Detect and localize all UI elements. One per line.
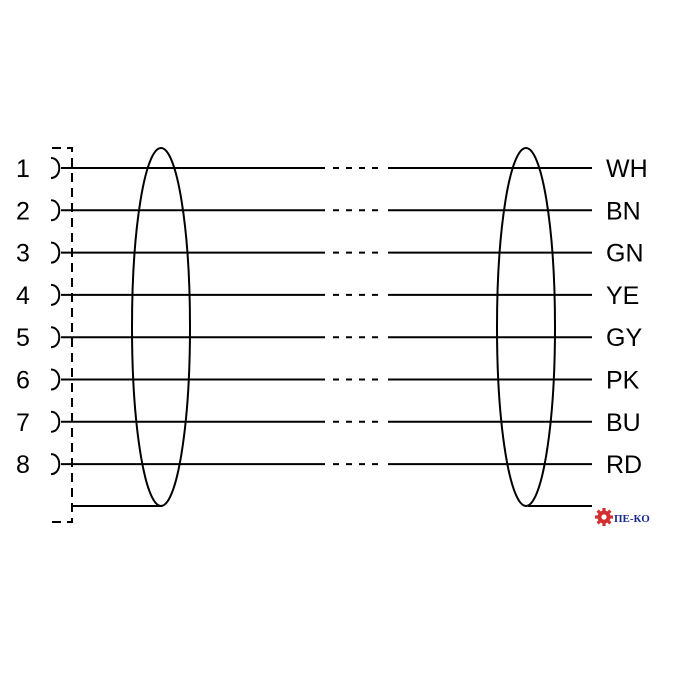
pin-socket-icon: [50, 410, 61, 433]
cable-shield-group: [131, 147, 556, 507]
pin-socket-icon: [50, 326, 61, 349]
wire-color-code: RD: [606, 451, 642, 479]
pin-number: 7: [16, 409, 30, 437]
pin-number: 8: [16, 451, 30, 479]
pin-number: 3: [16, 240, 30, 268]
pin-socket-icon: [50, 368, 61, 391]
wire-color-labels: WH BN GN YE GY PK BU RD: [606, 155, 648, 479]
cable-shield-left: [131, 147, 191, 507]
wire-group: [50, 157, 592, 507]
pin-number: 1: [16, 155, 30, 183]
wire-color-code: BU: [606, 409, 641, 437]
pin-number: 5: [16, 324, 30, 352]
logo-text: ПЕ-КО: [614, 513, 650, 525]
pin-number-labels: 1 2 3 4 5 6 7 8: [16, 155, 30, 479]
pin-socket-icon: [50, 199, 61, 222]
gear-icon: [595, 508, 613, 526]
wire-color-code: GY: [606, 324, 642, 352]
pin-socket-icon: [50, 453, 61, 476]
pin-number: 4: [16, 282, 30, 310]
connector-dashed-outline: [47, 147, 73, 523]
wire-color-code: WH: [606, 155, 648, 183]
pin-number: 2: [16, 197, 30, 225]
pin-socket-icon: [50, 283, 61, 306]
pin-number: 6: [16, 367, 30, 395]
wire-color-code: BN: [606, 197, 641, 225]
wire-color-code: PK: [606, 367, 640, 395]
brand-logo: ПЕ-КО: [595, 508, 650, 526]
cable-shield-right: [496, 147, 556, 507]
wire-color-code: GN: [606, 240, 644, 268]
pin-socket-icon: [50, 241, 61, 264]
wire-color-code: YE: [606, 282, 639, 310]
connector-housing: [47, 147, 73, 523]
pin-socket-icon: [50, 157, 61, 179]
